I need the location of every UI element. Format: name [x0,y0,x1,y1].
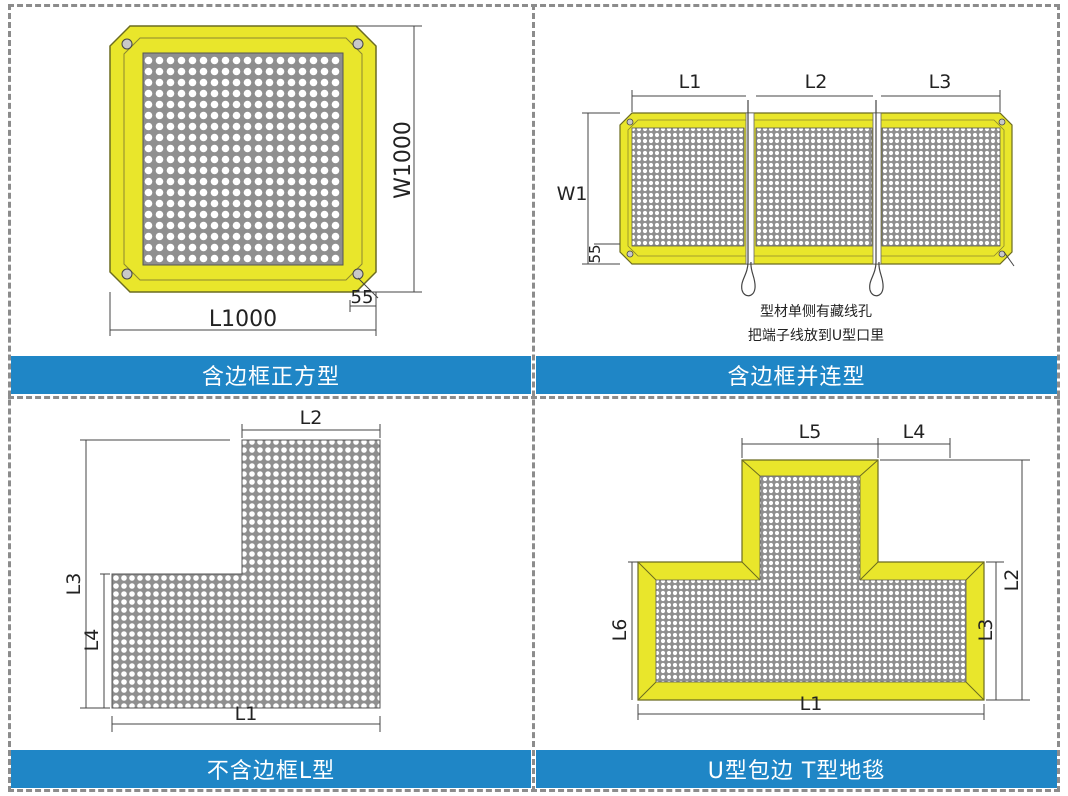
linked-l3-label: L3 [929,71,952,93]
corner-screw [121,38,133,50]
tshape-l3-label: L3 [975,619,997,642]
lshape-l3-label: L3 [63,573,85,596]
caption-l-shape: 不含边框L型 [11,750,531,788]
tshape-l5-label: L5 [799,421,822,443]
square-mat-mesh [142,52,344,266]
l-shape-mesh [111,439,381,709]
linked-mat-mesh-1 [631,127,745,247]
linked-note-2: 把端子线放到U型口里 [748,328,884,344]
l-shape-mat-diagram: L2 L3 L4 L1 [63,407,381,732]
tshape-l1-label: L1 [800,693,823,715]
corner-screw [352,268,364,280]
tshape-l6-label: L6 [609,619,631,642]
t-shape-mat-diagram: L5 L4 L2 L3 L6 L1 [609,421,1030,720]
linked-mat-mesh-2 [755,127,873,247]
linked-l2-label: L2 [805,71,828,93]
horizontal-divider [8,396,1060,399]
lshape-l1-label: L1 [235,703,258,725]
lshape-l4-label: L4 [81,629,103,652]
linked-w1-label: W1 [557,183,588,205]
corner-screw [121,268,133,280]
linked-mat-diagram: L1 L2 L3 W1 55 型材单侧有藏线孔 把端子线放到U型口里 [557,71,1015,344]
caption-linked: 含边框并连型 [536,356,1057,394]
corner-screw [352,38,364,50]
wire-loop-right [869,100,884,297]
wire-loop-left [741,100,756,297]
tshape-l4-label: L4 [903,421,926,443]
square-width-label: W1000 [391,121,416,199]
caption-t-shape: U型包边 T型地毯 [536,750,1057,788]
square-mat-diagram: W1000 L1000 55 [109,25,422,336]
caption-square: 含边框正方型 [11,356,531,394]
square-length-label: L1000 [209,307,277,332]
tshape-l2-label: L2 [1001,569,1023,592]
lshape-l2-label: L2 [300,407,323,429]
square-edge-label: 55 [351,287,374,308]
linked-mat-mesh-3 [881,127,1001,247]
linked-edge-label: 55 [586,244,604,263]
linked-note-1: 型材单侧有藏线孔 [760,304,872,320]
linked-l1-label: L1 [679,71,702,93]
